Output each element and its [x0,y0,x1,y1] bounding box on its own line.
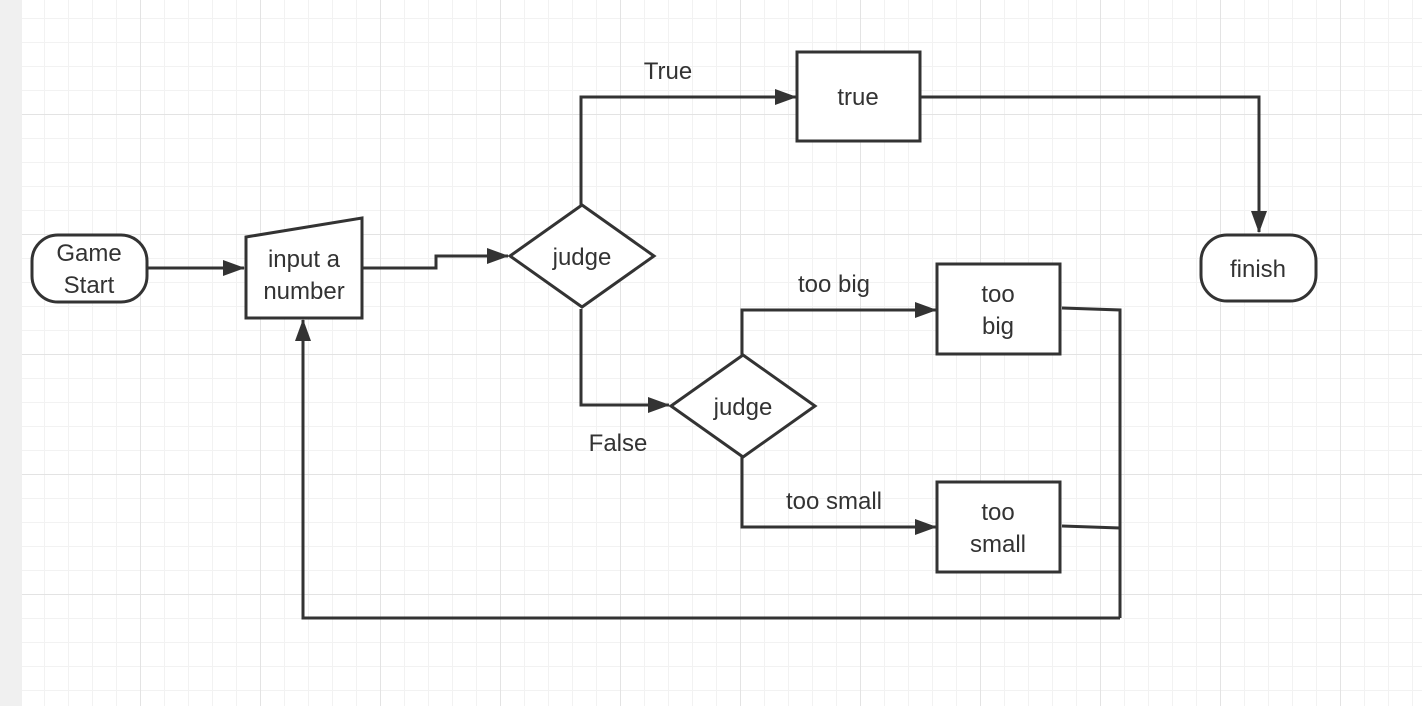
edge-loop-back-to-input [295,319,1120,620]
input-label-line2: number [263,278,344,305]
edge-label-false: False [589,430,648,457]
start-label-line2: Start [64,272,115,299]
edge-label-too-big: too big [798,271,870,298]
too-big-box [935,262,1062,356]
finish-terminal [1199,233,1318,303]
start-label-line1: Game [56,240,121,267]
edge-too-big-to-loop [1061,306,1122,618]
judge-decision-2 [668,353,818,459]
too-big-label-line1: too [981,281,1014,308]
true-box [795,50,922,143]
input-label-line1: input a [268,246,341,273]
start-terminal [30,233,149,304]
edge-true-to-finish [921,95,1267,233]
judge-2-label: judge [713,394,773,421]
edge-too-small-to-loop [1061,524,1121,530]
edge-judge2-to-too-small [740,457,937,535]
too-small-label-line2: small [970,531,1026,558]
judge-1-label: judge [552,244,612,271]
judge-decision-1 [507,203,657,309]
diagram-canvas [22,0,1422,706]
finish-label: finish [1230,256,1286,283]
input-node [244,216,364,320]
too-small-label-line1: too [981,499,1014,526]
too-small-box [935,480,1062,574]
true-box-label: true [837,84,878,111]
edge-judge2-to-too-big [740,302,937,355]
edge-judge1-to-judge2 [579,309,670,413]
edge-judge1-to-true [579,89,797,205]
edge-label-true: True [644,58,692,85]
edge-input-to-judge1 [363,248,509,270]
too-big-label-line2: big [982,313,1014,340]
edge-label-too-small: too small [786,488,882,515]
